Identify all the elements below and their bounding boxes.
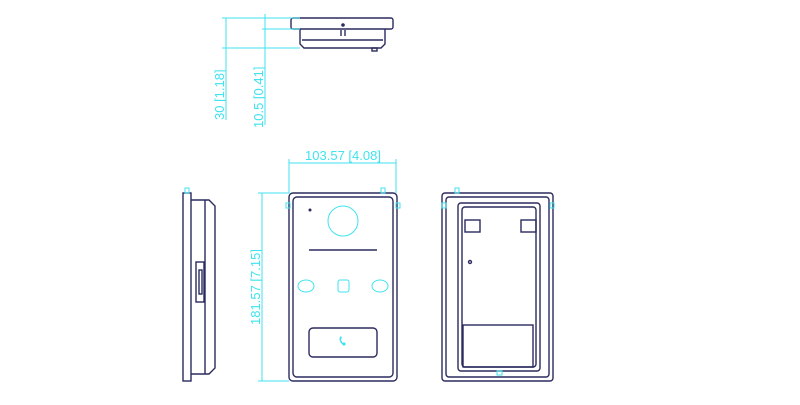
total-depth-label: 30 [1.18] xyxy=(212,69,227,120)
depth-dimension: 30 [1.18] 10.5 [0.41] xyxy=(212,14,300,128)
flange-depth-label: 10.5 [0.41] xyxy=(251,67,266,128)
side-view xyxy=(182,187,216,382)
width-label: 103.57 [4.08] xyxy=(305,148,381,163)
call-button xyxy=(308,327,378,358)
height-label: 181.57 [7.15] xyxy=(248,249,263,325)
phone-icon xyxy=(339,336,346,346)
front-dimensions: 103.57 [4.08] 181.57 [7.15] xyxy=(248,148,397,382)
back-view xyxy=(441,187,555,382)
camera-icon xyxy=(327,205,359,237)
front-view xyxy=(285,187,401,382)
top-view xyxy=(290,17,394,52)
